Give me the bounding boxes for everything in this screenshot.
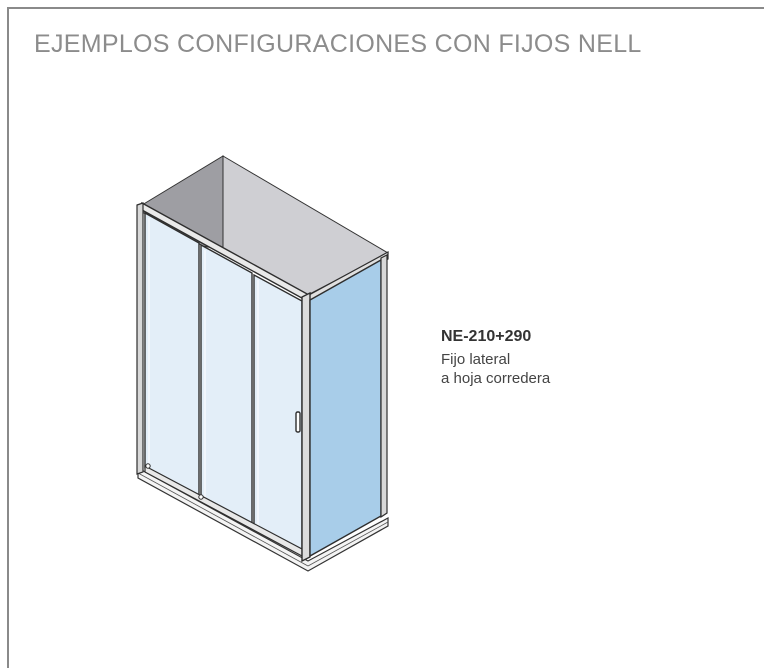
shower-enclosure-illustration [136,155,390,572]
shower-tray-edge-side [307,521,389,567]
page-title: EJEMPLOS CONFIGURACIONES CON FIJOS NELL [34,30,642,58]
product-code: NE-210+290 [441,328,532,345]
roller-middle [198,494,204,500]
door-handle [295,411,301,433]
roller-left [145,463,151,469]
glass-panel-3 [253,273,303,553]
shower-tray [137,466,389,572]
product-description-line-1: Fijo lateral [441,351,511,368]
left-wall-profile [136,202,144,475]
side-right-profile [380,254,388,519]
side-fixed-glass [309,258,382,558]
frame-top-border [7,7,764,9]
glass-panel-2 [200,243,253,527]
corner-post [301,291,311,563]
glass-panel-1 [144,211,200,499]
shower-tray-edge [137,472,309,567]
product-description-line-2: a hoja corredera [441,370,551,387]
frame-left-border [7,7,9,668]
product-caption: NE-210+290 Fijo lateral a hoja corredera [441,328,550,388]
